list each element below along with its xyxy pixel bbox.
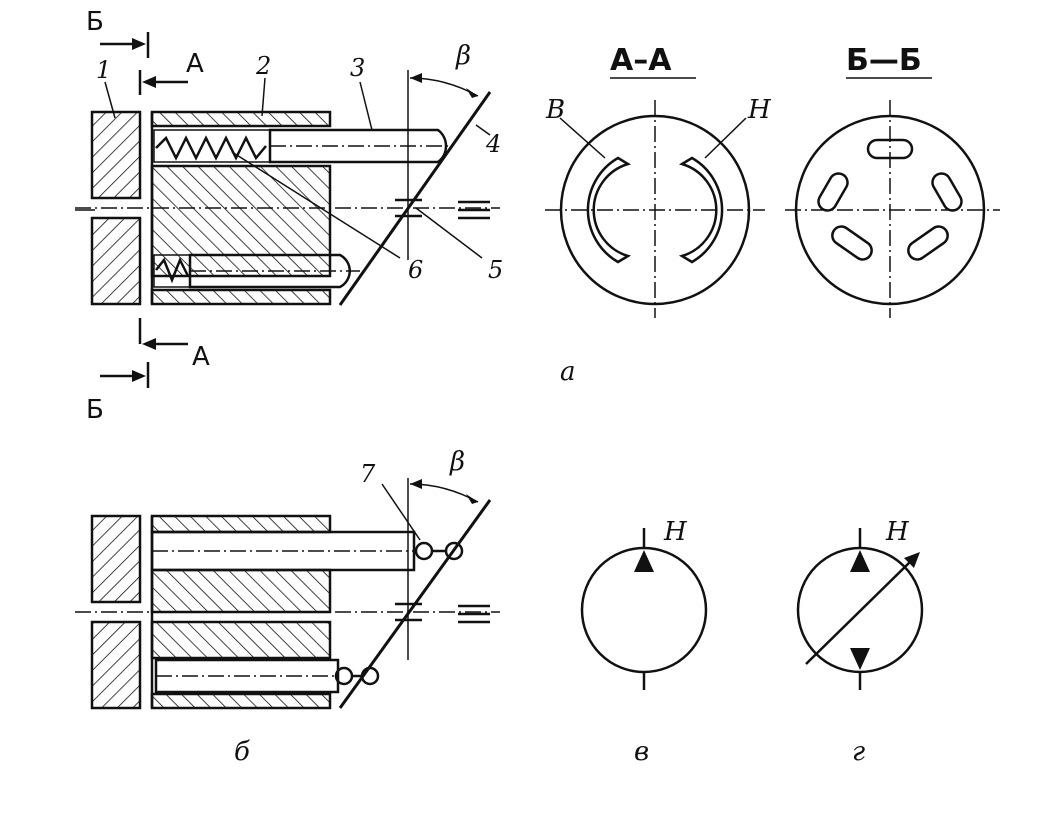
section-bb-view [785, 77, 1000, 318]
flow-arrow-up [850, 550, 870, 572]
part-number-4: 4 [485, 130, 501, 158]
section-mark-a-top: А [186, 49, 204, 79]
part-number-3: 3 [350, 54, 365, 82]
lower-spring [155, 256, 190, 284]
upper-piston [268, 128, 448, 164]
caption-g: г [852, 737, 865, 767]
cylinder-block-top-wall [150, 110, 332, 128]
port-label-in: В [545, 95, 565, 125]
section-aa-view [545, 77, 765, 318]
cylinder-port-left [817, 172, 849, 212]
distributor-plate-bottom [90, 216, 142, 306]
cylinder-port-bottom-left [831, 225, 873, 261]
cylinder-block-bottom-wall [150, 288, 332, 306]
caption-a: а [560, 357, 576, 387]
symbol-label-variable: Н [885, 517, 910, 547]
symbol-fixed-pump [580, 528, 708, 690]
swash-plate [338, 91, 492, 306]
figure-b-longitudinal-section [75, 478, 500, 710]
upper-spring [155, 135, 267, 161]
part-number-5: 5 [488, 256, 503, 284]
section-mark-b-top: Б [86, 7, 104, 37]
figure-a-longitudinal-section [75, 32, 500, 388]
part-number-1: 1 [96, 56, 111, 84]
cylinder-port-right [931, 172, 963, 212]
part-number-2: 2 [255, 52, 271, 80]
section-mark-a-bottom: А [192, 342, 210, 372]
part-number-6: 6 [408, 256, 423, 284]
section-title-bb: Б—Б [846, 43, 922, 78]
variable-arrow [805, 559, 913, 665]
lower-piston [188, 253, 351, 289]
cylinder-block-middle [150, 164, 332, 278]
part-number-7: 7 [360, 460, 376, 488]
port-slot-in [586, 156, 632, 264]
port-slot-out [678, 156, 724, 264]
flow-arrow-down [850, 648, 870, 670]
symbol-variable-pump [796, 528, 924, 690]
flow-arrow-out [634, 550, 654, 572]
symbol-label-fixed: Н [663, 517, 688, 547]
port-label-out: Н [747, 95, 772, 125]
distributor-plate-top [90, 110, 142, 200]
caption-b: б [234, 737, 250, 767]
angle-beta-top: β [455, 41, 471, 71]
angle-beta-bottom: β [449, 447, 465, 477]
cylinder-port-top [866, 138, 914, 160]
cylinder-port-bottom-right [907, 225, 949, 261]
section-title-aa: А–А [610, 43, 672, 78]
section-mark-b-bottom: Б [86, 395, 104, 425]
caption-v: в [634, 737, 649, 767]
